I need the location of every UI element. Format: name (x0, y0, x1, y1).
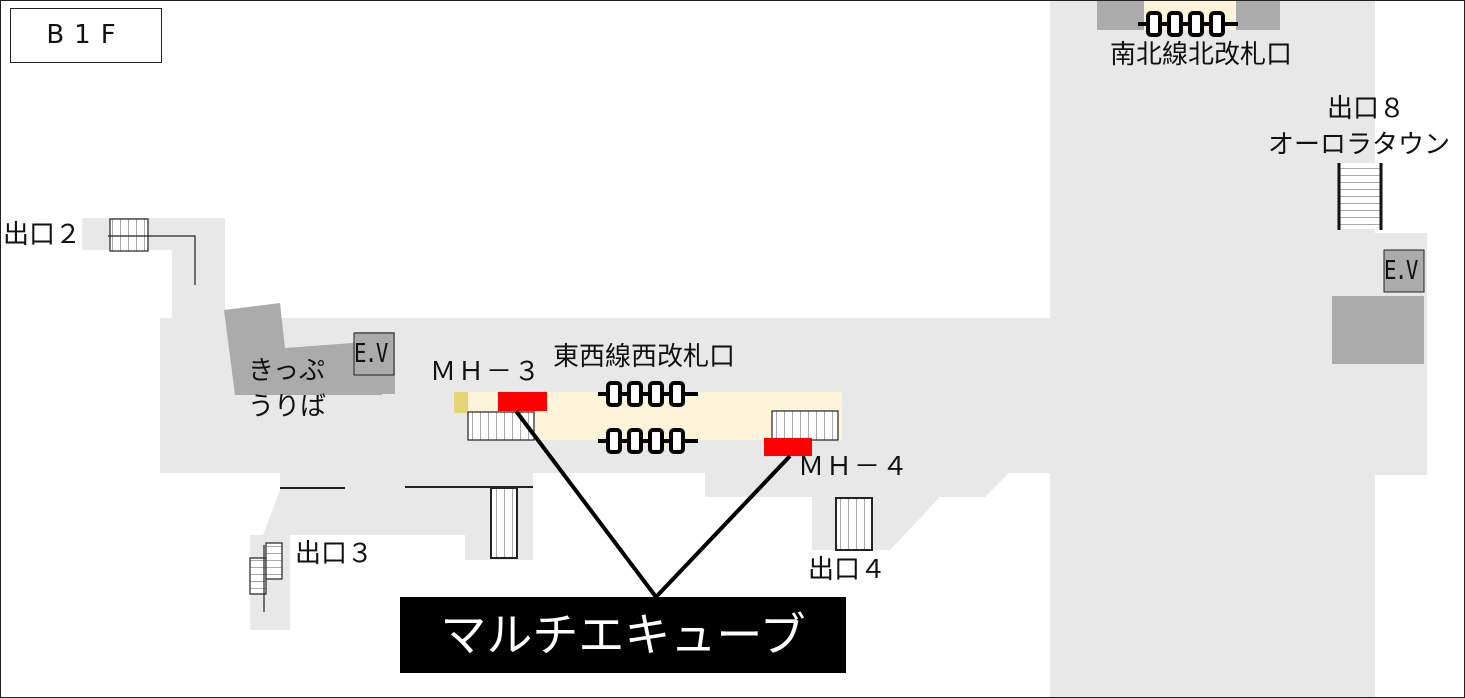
ticket-office-label: きっぷ (248, 356, 325, 386)
exit4-label: 出口４ (808, 555, 887, 585)
stairs-exit3-b (265, 542, 283, 580)
floor-label: B1F (10, 8, 162, 63)
elevator-icon: E.V (1384, 256, 1418, 286)
stairs-lower-mid (490, 487, 518, 559)
ticket-gate-icon (596, 381, 700, 407)
exit3-label: 出口３ (295, 539, 374, 569)
exit8-label: 出口８ (1327, 94, 1406, 124)
stairs-exit2 (109, 218, 149, 252)
marker-yellow (454, 392, 468, 413)
stairs-icons (108, 163, 1383, 612)
stairs-mh3 (467, 411, 535, 441)
stairs-exit4 (835, 497, 873, 551)
ticket-office-sublabel: うりば (248, 392, 327, 422)
mh4-label: ＭＨ－４ (798, 452, 911, 482)
north-gate-label: 南北線北改札口 (1110, 40, 1293, 70)
ticket-gate-icon (1136, 11, 1240, 37)
mh3-label: ＭＨ－３ (430, 357, 543, 387)
exit8-sublabel: オーロラタウン (1268, 130, 1451, 160)
elevator-boxes (353, 249, 1425, 376)
elevator-icon: E.V (354, 339, 388, 369)
stairs-mh4 (771, 410, 839, 441)
callout-line-mh4 (654, 454, 792, 599)
callout-line-mh3 (514, 409, 658, 599)
stairs-exit8 (1338, 163, 1382, 229)
multi-e-cube-callout: マルチエキューブ (400, 597, 846, 673)
west-gate-label: 東西線西改札口 (553, 342, 736, 372)
ticket-gate-icon (596, 428, 700, 454)
manhole-mh3 (498, 392, 547, 411)
manhole-mh4 (764, 438, 812, 456)
exit2-label: 出口２ (3, 220, 82, 250)
